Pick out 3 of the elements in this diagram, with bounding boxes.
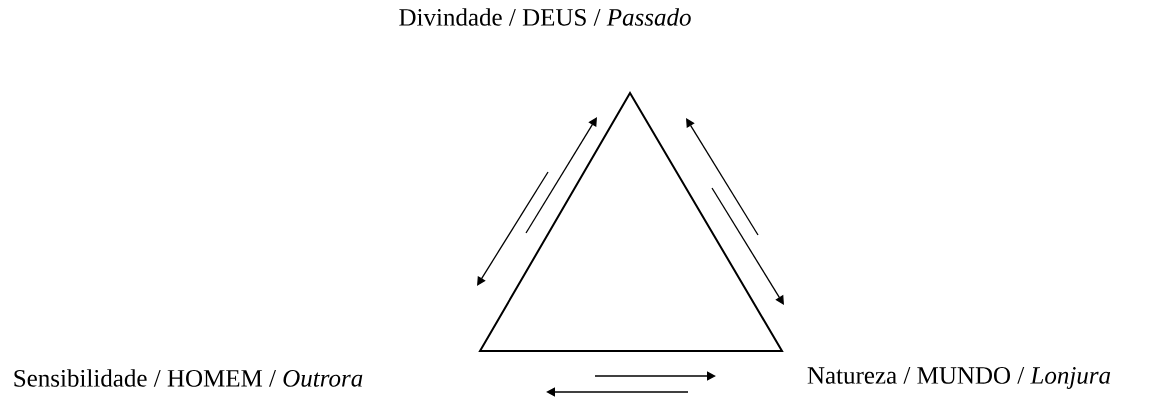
vertex-label: Natureza / MUNDO / Lonjura [807, 367, 1111, 389]
vertex-label: Divindade / DEUS / Passado [399, 8, 691, 26]
vertex-label: Sensibilidade / HOMEM / Outrora [14, 369, 363, 387]
